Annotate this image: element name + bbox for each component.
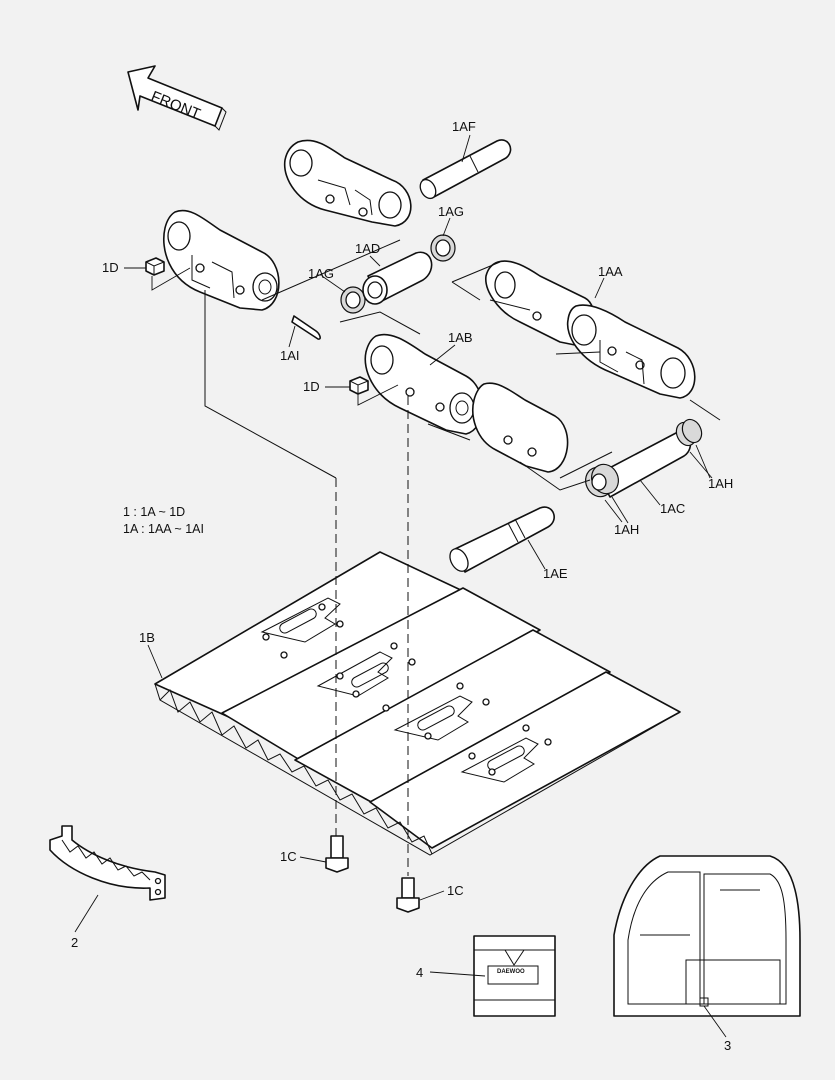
callout-1AC: 1AC: [660, 501, 685, 516]
callout-1AG-top: 1AG: [438, 204, 464, 219]
seal-1AG-left: [340, 286, 366, 314]
callout-1D-mid: 1D: [303, 379, 320, 394]
handle-part-2: [49, 825, 166, 901]
track-link-1AB-left: [364, 333, 484, 435]
lock-pin-1AI: [291, 315, 321, 340]
callout-1AI: 1AI: [280, 348, 300, 363]
cab-part-3: [613, 855, 801, 1017]
callout-1AG-left: 1AG: [308, 266, 334, 281]
callout-3: 3: [724, 1038, 731, 1053]
bushing-1AC: [585, 418, 703, 498]
callout-1C-right: 1C: [447, 883, 464, 898]
front-arrow-icon: FRONT: [127, 65, 227, 131]
brand-logo-icon: [504, 949, 525, 966]
bushing-1AD: [362, 251, 433, 305]
svg-text:DAEWOO: DAEWOO: [497, 969, 525, 975]
track-link-1AA-rear: [566, 304, 696, 399]
callout-1AH-bottom: 1AH: [614, 522, 639, 537]
shoe-bolt-icon: [325, 835, 349, 873]
leader-lines: [74, 134, 727, 1038]
callout-4: 4: [416, 965, 423, 980]
callout-1AF: 1AF: [452, 119, 476, 134]
shoe-nut-icon: [145, 257, 165, 276]
track-pin-1AF: [419, 139, 512, 200]
callout-1D-top: 1D: [102, 260, 119, 275]
callout-1AB: 1AB: [448, 330, 473, 345]
callout-1AD: 1AD: [355, 241, 380, 256]
seal-1AG-top: [430, 234, 456, 262]
shoe-bolt-right: [396, 877, 420, 913]
track-link-1AB-right: [472, 382, 569, 473]
link-outlines: [204, 239, 721, 491]
callout-1AA: 1AA: [598, 264, 623, 279]
callout-1B: 1B: [139, 630, 155, 645]
callout-1AE: 1AE: [543, 566, 568, 581]
note-line-2: 1A : 1AA ~ 1AI: [123, 522, 204, 536]
note-line-1: 1 : 1A ~ 1D: [123, 505, 185, 519]
callout-1AH-right: 1AH: [708, 476, 733, 491]
shoe-nut-mid: [349, 376, 369, 395]
callout-2: 2: [71, 935, 78, 950]
track-link-upper-left: [283, 139, 412, 227]
track-shoe-1B: [154, 551, 681, 856]
callout-1C-left: 1C: [280, 849, 297, 864]
track-pin-1AE: [449, 506, 555, 573]
decal-part-4: DAEWOO: [473, 935, 556, 1017]
track-link-lower-left: [163, 209, 280, 311]
